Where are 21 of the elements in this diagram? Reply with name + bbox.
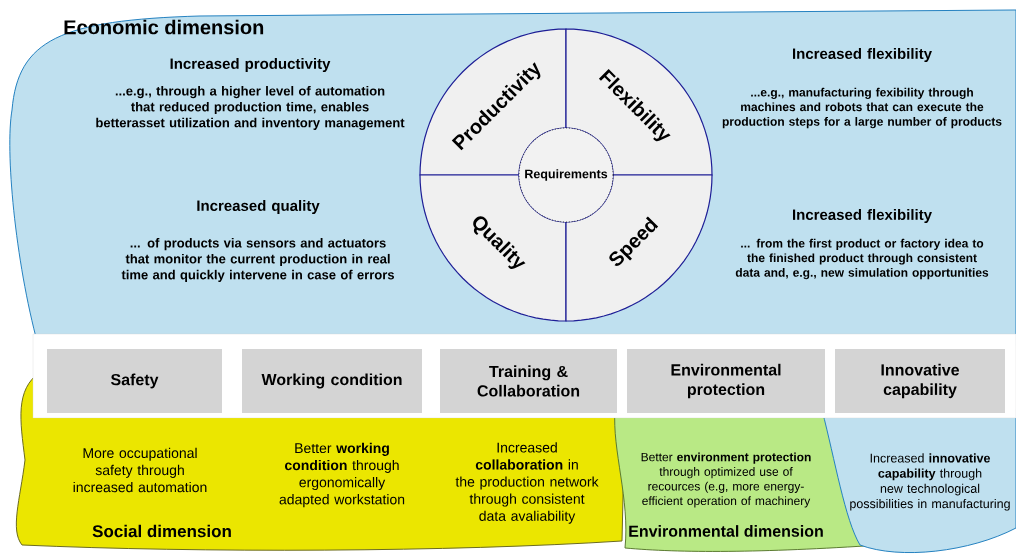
region-title: Economic dimension bbox=[64, 19, 264, 35]
heading: Increased productivity bbox=[170, 58, 331, 72]
body-text: More occupational safety through increased automation bbox=[73, 447, 207, 493]
body-text: Better environment protection through optimized use of recources (e.g, more energy-efficient operation of machinery bbox=[641, 452, 811, 508]
body-text: ...e.g., manufacturing fexibility through machines and robots that can execute the production steps for a large number of products bbox=[722, 87, 1002, 129]
body-text: Increased collaboration in the production network through consistent data avaliability bbox=[455, 442, 599, 524]
body-text: ...e.g., through a higher level of automation that reduced production time, enables betterasset utilization and inventory management bbox=[96, 86, 405, 130]
body-text: ... from the first product or factory idea to the finished product through consistent data and, e.g., new simulation opportunities bbox=[735, 238, 989, 280]
body-text: ... of products via sensors and actuators that monitor the current production in real time and quickly intervene in case of errors bbox=[121, 238, 394, 282]
category-box: Innovative capability bbox=[835, 349, 1005, 413]
category-box: Working condition bbox=[242, 349, 422, 413]
heading: Increased flexibility bbox=[793, 48, 932, 62]
body-text: Increased innovative capability through new technological possibilities in manufacturing bbox=[850, 453, 1010, 511]
body-text: Better working condition through ergonomically adapted workstation bbox=[279, 442, 405, 508]
region-title: Social dimension bbox=[92, 524, 231, 538]
category-box: Environmental protection bbox=[627, 349, 825, 413]
heading: Increased quality bbox=[197, 200, 320, 214]
category-box: Training & Collaboration bbox=[440, 349, 617, 413]
region-title: Environmental dimension bbox=[629, 525, 823, 537]
heading: Increased flexibility bbox=[793, 209, 932, 223]
category-box: Safety bbox=[47, 349, 222, 413]
